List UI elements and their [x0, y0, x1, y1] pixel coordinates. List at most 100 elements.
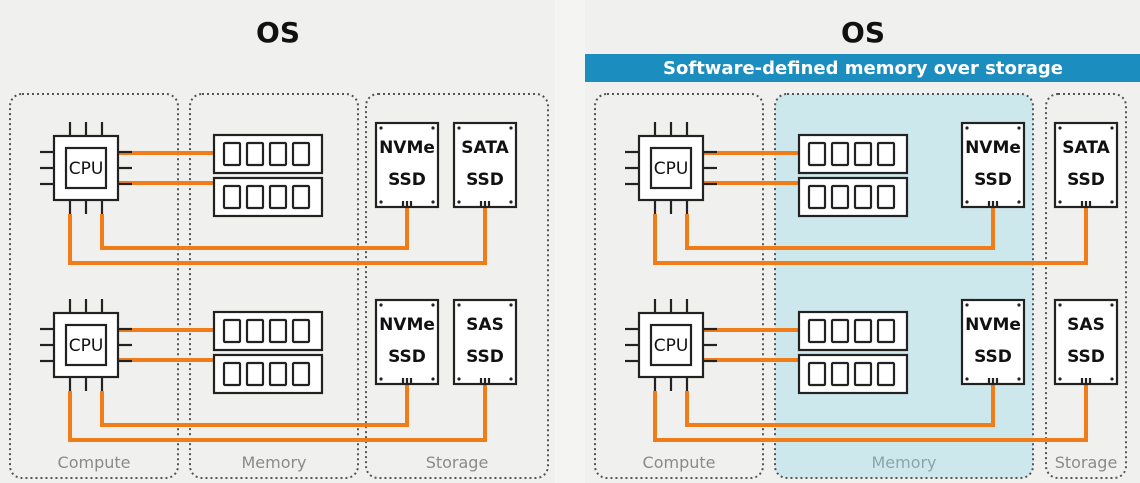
cpu-die [64, 323, 108, 367]
ssd-label-line1: SATA [1062, 138, 1110, 158]
left-os-title: OS [256, 16, 300, 49]
ssd-label-line2: SSD [1067, 347, 1105, 367]
connection-wire [685, 384, 995, 427]
memory-chip [853, 184, 873, 210]
ssd-label-line2: SSD [388, 170, 426, 190]
memory-chip [245, 361, 265, 387]
memory-module-body [797, 353, 909, 395]
connection-wire [653, 207, 1088, 265]
right-panel: OS Software-defined memory over storageCo… [585, 0, 1140, 483]
cpu-label: CPU [69, 159, 104, 179]
ssd-screw [965, 200, 969, 204]
storage-region [365, 93, 549, 479]
connection-wire [100, 207, 409, 250]
memory-chip [291, 318, 311, 344]
left-panel-background [0, 0, 555, 483]
cpu-label: CPU [654, 336, 689, 356]
software-defined-banner [585, 54, 1140, 82]
memory-chip [291, 361, 311, 387]
ssd-screw [965, 303, 969, 307]
memory-region [189, 93, 359, 479]
memory-chip [245, 141, 265, 167]
ssd-screw [457, 126, 461, 130]
memory-chip [876, 361, 896, 387]
memory-module [797, 353, 909, 395]
ssd-label-line1: SAS [466, 315, 504, 335]
memory-chip [807, 141, 827, 167]
cpu-die [64, 146, 108, 190]
storage-label: Storage [1055, 453, 1118, 472]
memory-module-body [797, 310, 909, 352]
ssd-screw [1110, 377, 1114, 381]
ssd-label-line2: SSD [974, 347, 1012, 367]
ssd-screw [431, 377, 435, 381]
ssd-screw [1110, 200, 1114, 204]
memory-chip [268, 184, 288, 210]
memory-module [212, 353, 324, 395]
banner-text: Software-defined memory over storage [663, 58, 1063, 79]
ssd-screw [1017, 200, 1021, 204]
memory-chip [876, 184, 896, 210]
memory-chip [853, 141, 873, 167]
ssd-screw [1058, 200, 1062, 204]
ssd-body [960, 298, 1026, 386]
memory-module-body [212, 133, 324, 175]
ssd-body [1053, 298, 1119, 386]
memory-chip [853, 361, 873, 387]
cpu-chip: CPU [625, 122, 717, 214]
ssd-screw [379, 303, 383, 307]
ssd-label-line2: SSD [466, 170, 504, 190]
memory-module-body [797, 133, 909, 175]
ssd-label-line1: NVMe [379, 138, 435, 158]
memory-chip [830, 361, 850, 387]
ssd-screw [1110, 303, 1114, 307]
ssd-body [960, 121, 1026, 209]
right-os-title: OS [841, 16, 885, 49]
memory-label: Memory [871, 453, 936, 472]
ssd-screw [509, 126, 513, 130]
memory-chip [830, 141, 850, 167]
memory-chip [291, 184, 311, 210]
ssd-screw [1017, 126, 1021, 130]
memory-chip [245, 184, 265, 210]
cpu-die [649, 323, 693, 367]
memory-chip [876, 318, 896, 344]
cpu-label: CPU [654, 159, 689, 179]
memory-chip [268, 318, 288, 344]
cpu-label: CPU [69, 336, 104, 356]
ssd-screw [1058, 303, 1062, 307]
memory-chip [853, 318, 873, 344]
ssd-screw [379, 126, 383, 130]
ssd-screw [379, 200, 383, 204]
memory-module [797, 176, 909, 218]
memory-chip [222, 141, 242, 167]
memory-chip [222, 361, 242, 387]
memory-chip [807, 361, 827, 387]
ssd-body [452, 121, 518, 209]
ssd-label-line2: SSD [388, 347, 426, 367]
ssd-label-line1: NVMe [965, 138, 1021, 158]
ssd-screw [1017, 377, 1021, 381]
cpu-package [52, 134, 120, 202]
memory-module-body [797, 176, 909, 218]
memory-module-body [212, 310, 324, 352]
ssd-screw [965, 126, 969, 130]
ssd-body [1053, 121, 1119, 209]
memory-chip [268, 361, 288, 387]
compute-region [9, 93, 179, 479]
connection-wire [100, 384, 409, 427]
compute-label: Compute [643, 453, 716, 472]
memory-chip [222, 184, 242, 210]
storage-region [1045, 93, 1127, 479]
memory-chip [291, 141, 311, 167]
ssd-screw [1017, 303, 1021, 307]
memory-module [212, 133, 324, 175]
cpu-chip: CPU [40, 299, 132, 391]
memory-module-body [212, 353, 324, 395]
cpu-die [649, 146, 693, 190]
